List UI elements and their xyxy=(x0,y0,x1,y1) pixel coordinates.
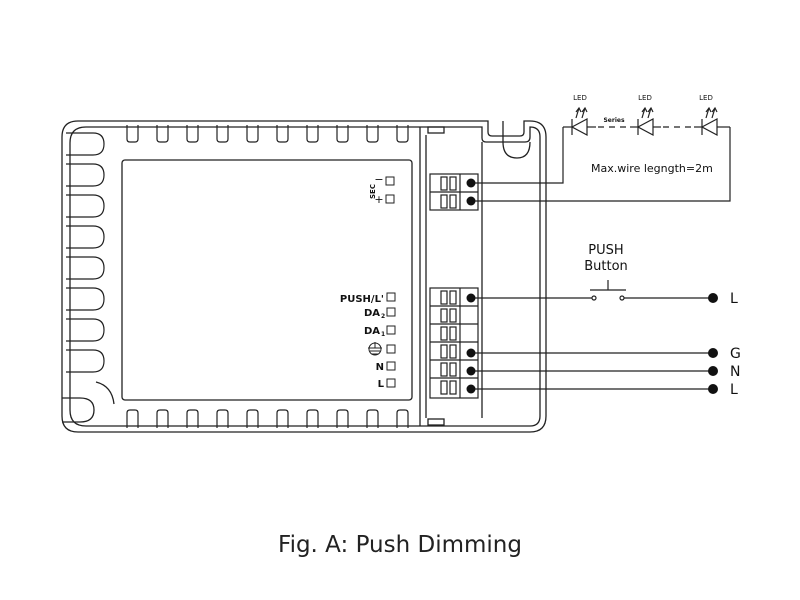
primary-labels: PUSH/L' DA 2 DA 1 N L xyxy=(340,292,396,390)
mains-n-label: N xyxy=(730,364,740,380)
da2-terminal-box xyxy=(386,307,396,317)
top-vents xyxy=(126,125,409,143)
push-terminal-box xyxy=(386,292,396,302)
n-terminal-box xyxy=(386,361,396,371)
led-3-icon xyxy=(694,106,730,136)
mains-l-label: L xyxy=(730,382,738,398)
led-1-icon xyxy=(563,106,596,136)
da1-terminal-subscript: 1 xyxy=(381,331,385,338)
terminal-dots xyxy=(466,178,476,394)
bottom-vents xyxy=(126,409,409,428)
sec-plus-label: + xyxy=(374,193,383,206)
sec-labels: SEC − + xyxy=(369,173,395,206)
mains-dots xyxy=(708,293,718,394)
wire-sec-plus xyxy=(472,127,731,202)
led-3-label: LED xyxy=(699,94,713,102)
push-button-label: PUSH Button xyxy=(584,243,628,274)
push-button-label-line1: PUSH xyxy=(588,243,623,258)
push-terminal-label: PUSH/L' xyxy=(340,294,384,305)
da1-terminal-label: DA xyxy=(364,326,380,337)
mains-labels: L G N L xyxy=(730,291,741,398)
sec-minus-box xyxy=(385,176,395,186)
figure-caption: Fig. A: Push Dimming xyxy=(278,532,522,558)
left-vents xyxy=(66,132,105,373)
wire-sec-minus xyxy=(472,127,564,184)
da2-terminal-subscript: 2 xyxy=(381,313,385,320)
sec-minus-label: − xyxy=(374,173,383,186)
da2-terminal-label: DA xyxy=(364,308,380,319)
mains-push-l-label: L xyxy=(730,291,738,307)
led-2-icon xyxy=(630,106,661,136)
driver-housing xyxy=(61,120,547,433)
mains-g-label: G xyxy=(730,346,741,362)
max-wire-note: Max.wire legngth=2m xyxy=(591,162,713,175)
ground-terminal-box xyxy=(386,344,396,354)
push-button-icon xyxy=(590,280,626,301)
led-string xyxy=(563,106,730,136)
n-terminal-label: N xyxy=(376,362,384,373)
led-1-label: LED xyxy=(573,94,587,102)
l-terminal-box xyxy=(386,378,396,388)
wires xyxy=(472,127,731,390)
push-button-label-line2: Button xyxy=(584,259,628,274)
primary-terminal-block xyxy=(429,287,479,399)
led-labels: LED LED LED Series xyxy=(573,94,713,124)
sec-terminal-block xyxy=(429,173,479,211)
sec-label: SEC xyxy=(369,184,377,199)
led-2-label: LED xyxy=(638,94,652,102)
series-label: Series xyxy=(603,117,624,124)
sec-plus-box xyxy=(385,194,395,204)
da1-terminal-box xyxy=(386,325,396,335)
l-terminal-label: L xyxy=(378,379,385,390)
ground-icon xyxy=(368,342,382,356)
